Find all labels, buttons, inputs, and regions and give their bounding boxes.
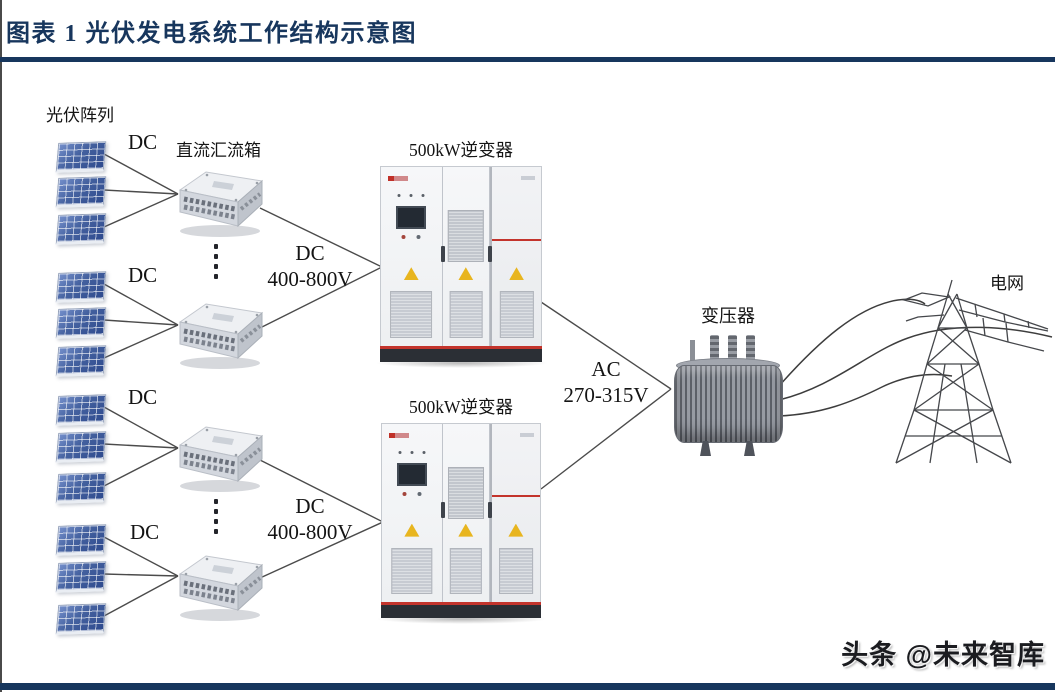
- inverter-cabinet-1: [375, 166, 549, 368]
- solar-panel: [55, 176, 107, 208]
- solar-panel: [55, 561, 107, 593]
- ac-voltage-line1: AC: [591, 357, 621, 381]
- combiner-box: [174, 164, 266, 240]
- page-left-border: [0, 0, 2, 692]
- warning-triangle-icon: [458, 523, 474, 537]
- inverter-base: [381, 602, 541, 618]
- combiner-box: [174, 419, 266, 495]
- inverter-cabinet-2: [376, 423, 548, 624]
- inverter-door-left: [381, 167, 445, 346]
- vent-panel: [498, 547, 533, 594]
- vent-panel: [390, 291, 433, 338]
- inverter-knobs: [402, 492, 422, 496]
- warning-triangle-icon: [403, 267, 419, 281]
- dc-voltage-line1: DC: [295, 494, 325, 518]
- warning-triangle-icon: [509, 267, 525, 281]
- inverter-door-middle: [443, 424, 492, 602]
- warning-triangle-icon: [508, 523, 524, 537]
- inverter-door-left: [382, 424, 445, 602]
- red-accent-line: [492, 238, 541, 241]
- indicator-leds: [398, 451, 426, 454]
- transformer-foot: [744, 441, 755, 456]
- combiner-box: [174, 296, 266, 372]
- combiner-box: [174, 548, 266, 624]
- inverter-body: [380, 166, 542, 346]
- solar-panel: [55, 524, 107, 556]
- dc-voltage-line1: DC: [295, 241, 325, 265]
- solar-panel: [55, 271, 107, 303]
- solar-panel: [55, 345, 107, 377]
- dc-string-label: DC: [128, 385, 158, 409]
- vent-panel: [449, 547, 482, 594]
- inverter-body: [381, 423, 541, 602]
- solar-panel: [55, 213, 107, 245]
- ac-voltage-line2: 270-315V: [563, 383, 649, 408]
- vertical-ellipsis-icon: [214, 244, 218, 279]
- solar-panel: [55, 307, 107, 339]
- solar-panel: [55, 431, 107, 463]
- transformer-foot: [700, 441, 711, 456]
- warning-triangle-icon: [458, 267, 474, 281]
- inverter-knobs: [401, 235, 421, 239]
- inverter-display: [396, 463, 427, 486]
- transformer-label: 变压器: [701, 306, 755, 326]
- ac-grid-wires: [778, 298, 1053, 417]
- solar-panel: [55, 141, 107, 173]
- watermark-text: 头条 @未来智库: [841, 640, 1045, 670]
- vertical-ellipsis-icon: [214, 499, 218, 534]
- vent-panel: [391, 547, 433, 594]
- nameplate: [520, 433, 534, 437]
- inverter-display: [396, 206, 427, 229]
- inverter-logo: [388, 176, 408, 181]
- footer-bar: [0, 683, 1055, 690]
- inverter-base: [380, 346, 542, 362]
- title-divider: [0, 57, 1055, 62]
- indicator-leds: [397, 194, 425, 197]
- inverter-door-middle: [443, 167, 492, 346]
- pv-array-label: 光伏阵列: [46, 106, 114, 125]
- dc-voltage-label: DC 400-800V: [258, 493, 362, 546]
- dc-string-label: DC: [130, 520, 160, 544]
- vent-panel-large: [447, 466, 484, 519]
- combiner-box-label: 直流汇流箱: [176, 141, 261, 160]
- red-accent-line: [491, 495, 540, 498]
- solar-panel: [55, 603, 107, 635]
- inverter-label: 500kW逆变器: [408, 397, 514, 417]
- figure-title: 图表 1 光伏发电系统工作结构示意图: [6, 21, 417, 47]
- grid-label: 电网: [990, 274, 1024, 293]
- transformer-bushing: [710, 335, 719, 363]
- transformer-bushing: [746, 335, 755, 363]
- dc-string-label: DC: [128, 130, 158, 154]
- transformer-unit: [672, 332, 784, 456]
- dc-voltage-line2: 400-800V: [267, 520, 353, 545]
- dc-string-label: DC: [128, 263, 158, 287]
- inverter-door-right: [490, 167, 541, 346]
- inverter-label: 500kW逆变器: [408, 140, 514, 160]
- dc-voltage-label: DC 400-800V: [258, 240, 362, 293]
- vent-panel: [499, 291, 534, 338]
- transmission-tower: [895, 279, 1049, 464]
- inverter-door-right: [489, 424, 540, 602]
- warning-triangle-icon: [404, 523, 420, 537]
- dc-voltage-line2: 400-800V: [267, 267, 353, 292]
- dc-string-lines: [103, 153, 672, 617]
- transformer-bushing: [728, 335, 737, 363]
- nameplate: [520, 176, 535, 180]
- transformer-body: [674, 365, 783, 443]
- solar-panel: [55, 394, 107, 426]
- solar-panel: [55, 472, 107, 504]
- ac-voltage-label: AC 270-315V: [556, 356, 656, 409]
- vent-panel-large: [447, 209, 485, 263]
- inverter-logo: [389, 433, 409, 438]
- vent-panel: [449, 291, 483, 338]
- transformer-pipe: [690, 340, 695, 364]
